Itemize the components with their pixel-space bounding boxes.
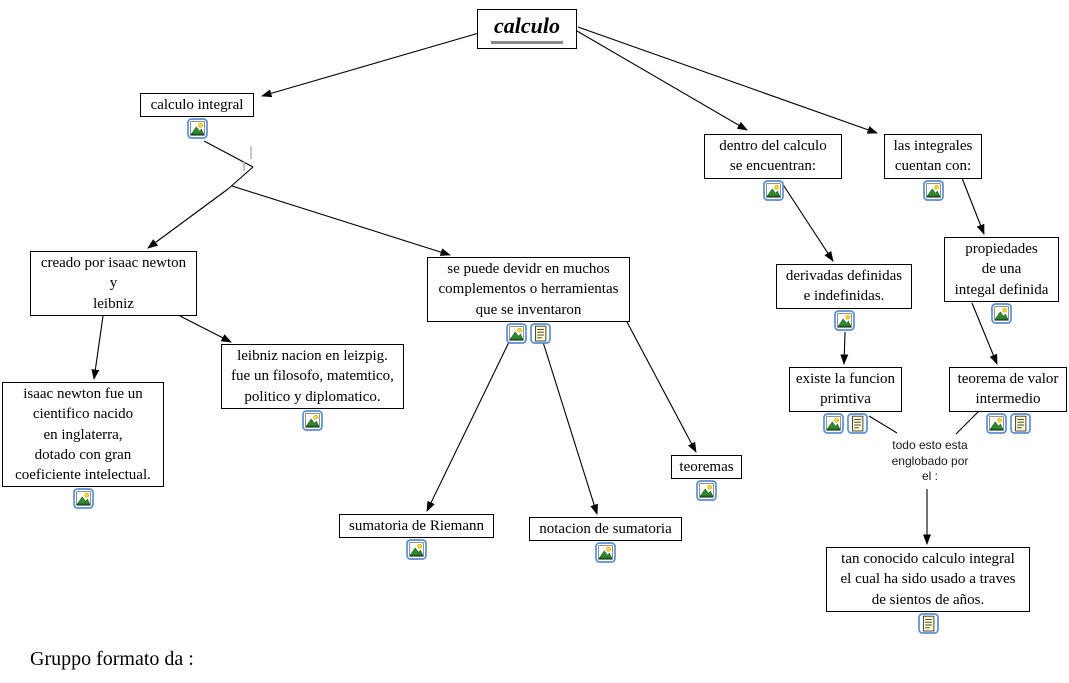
document-attachment-icon[interactable] xyxy=(918,613,939,634)
node-creado-por[interactable]: creado por isaac newton y leibniz xyxy=(30,251,197,316)
node-label: se puede devidr en muchos complementos o… xyxy=(427,257,630,322)
image-attachment-icon[interactable] xyxy=(406,539,427,560)
footer-caption: Gruppo formato da : xyxy=(30,648,194,670)
node-sumatoria-riemann[interactable]: sumatoria de Riemann xyxy=(339,514,494,560)
node-calculo[interactable]: calculo xyxy=(477,9,577,49)
image-attachment-icon[interactable] xyxy=(696,480,717,501)
image-attachment-icon[interactable] xyxy=(923,180,944,201)
node-existe-funcion-primitiva[interactable]: existe la funcion primtiva xyxy=(789,367,902,434)
image-attachment-icon[interactable] xyxy=(506,323,527,344)
node-label: propiedades de una integal definida xyxy=(944,237,1059,302)
node-teorema-valor-intermedio[interactable]: teorema de valor intermedio xyxy=(949,367,1067,434)
node-label: calculo xyxy=(491,12,563,44)
image-attachment-icon[interactable] xyxy=(834,310,855,331)
node-notacion-sumatoria[interactable]: notacion de sumatoria xyxy=(529,517,682,563)
image-attachment-icon[interactable] xyxy=(986,413,1007,434)
node-label: derivadas definidas e indefinidas. xyxy=(776,264,912,309)
image-attachment-icon[interactable] xyxy=(823,413,844,434)
node-se-puede-dividir[interactable]: se puede devidr en muchos complementos o… xyxy=(427,257,630,344)
node-label: dentro del calculo se encuentran: xyxy=(704,134,842,179)
node-propiedades[interactable]: propiedades de una integal definida xyxy=(944,237,1059,324)
node-label: isaac newton fue un cientifico nacido en… xyxy=(2,382,164,488)
node-label: sumatoria de Riemann xyxy=(339,514,494,539)
node-label: teoremas xyxy=(671,455,742,480)
selection-tick-marks xyxy=(243,146,252,171)
node-isaac-newton[interactable]: isaac newton fue un cientifico nacido en… xyxy=(2,382,164,509)
node-teoremas[interactable]: teoremas xyxy=(671,455,742,501)
document-attachment-icon[interactable] xyxy=(847,413,868,434)
node-label: las integrales cuentan con: xyxy=(884,134,982,179)
node-leibniz[interactable]: leibniz nacion en leizpig. fue un filoso… xyxy=(221,344,404,431)
image-attachment-icon[interactable] xyxy=(187,118,208,139)
node-calculo-integral[interactable]: calculo integral xyxy=(140,93,254,139)
node-label: notacion de sumatoria xyxy=(529,517,682,542)
node-label: tan conocido calculo integral el cual ha… xyxy=(826,547,1030,612)
node-label: existe la funcion primtiva xyxy=(789,367,902,412)
node-label: creado por isaac newton y leibniz xyxy=(30,251,197,316)
image-attachment-icon[interactable] xyxy=(595,542,616,563)
image-attachment-icon[interactable] xyxy=(302,410,323,431)
node-dentro-del-calculo[interactable]: dentro del calculo se encuentran: xyxy=(704,134,842,201)
document-attachment-icon[interactable] xyxy=(1010,413,1031,434)
node-derivadas[interactable]: derivadas definidas e indefinidas. xyxy=(776,264,912,331)
image-attachment-icon[interactable] xyxy=(73,488,94,509)
image-attachment-icon[interactable] xyxy=(991,303,1012,324)
node-label: leibniz nacion en leizpig. fue un filoso… xyxy=(221,344,404,409)
node-label: teorema de valor intermedio xyxy=(949,367,1067,412)
document-attachment-icon[interactable] xyxy=(530,323,551,344)
linking-phrase-todo-esto[interactable]: todo esto esta englobado por el : xyxy=(891,438,969,484)
node-box: calculo xyxy=(477,9,577,49)
node-tan-conocido-calculo-integral[interactable]: tan conocido calculo integral el cual ha… xyxy=(826,547,1030,634)
node-las-integrales[interactable]: las integrales cuentan con: xyxy=(884,134,982,201)
image-attachment-icon[interactable] xyxy=(763,180,784,201)
node-label: calculo integral xyxy=(140,93,254,118)
